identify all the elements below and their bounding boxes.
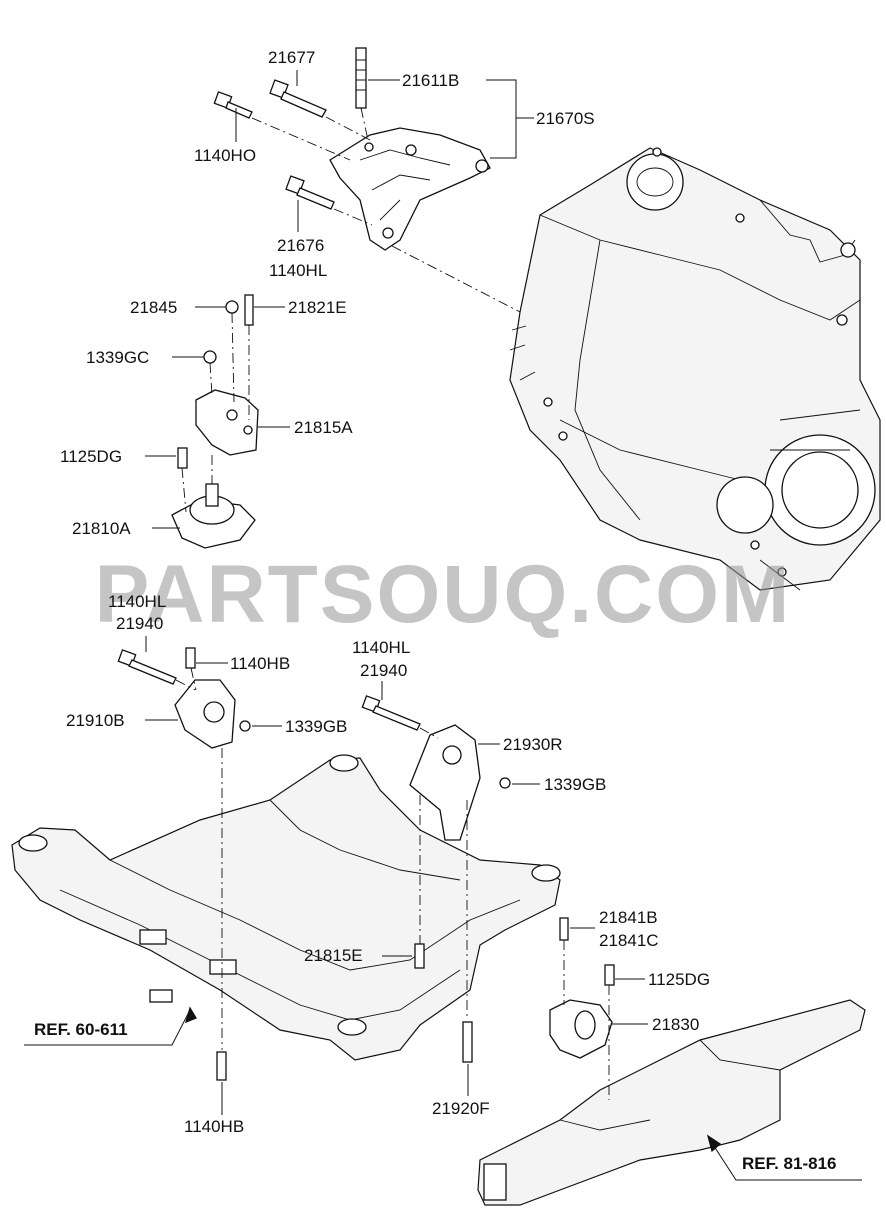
label-21940-right: 21940 [360, 661, 408, 680]
engine-block [509, 147, 881, 591]
label-1125dg-upper: 1125DG [60, 447, 123, 466]
label-21930r: 21930R [503, 735, 563, 754]
side-member [477, 999, 866, 1206]
label-21670s: 21670S [536, 109, 595, 128]
bolt-1125dg-upper [177, 447, 188, 469]
label-21841b: 21841B [599, 908, 658, 927]
bolt-21676 [285, 175, 335, 210]
label-21830: 21830 [652, 1015, 700, 1034]
label-1339gc: 1339GC [86, 348, 150, 367]
bolt-1140hb-lower [216, 1051, 227, 1081]
bolt-1125dg-lower [604, 964, 615, 986]
bolt-1140hb-upper [185, 647, 196, 669]
engine-bracket-21670s [329, 127, 491, 251]
label-1125dg-lower: 1125DG [648, 970, 711, 989]
label-1140hb-lower: 1140HB [184, 1117, 245, 1136]
bolt-1140hl-21940-right [361, 695, 421, 731]
mount-21930r [409, 724, 481, 841]
label-1339gb-right: 1339GB [544, 775, 607, 794]
label-1339gb-left: 1339GB [285, 717, 348, 736]
label-21677: 21677 [268, 48, 316, 67]
bolt-21920f [462, 1021, 473, 1063]
label-21841c: 21841C [599, 931, 659, 950]
bolt-1140ho [213, 91, 253, 119]
ref-60-611: REF. 60-611 [34, 1020, 128, 1039]
bolt-21841b-21841c [559, 917, 569, 941]
engine-mount-21810a [171, 483, 256, 549]
label-1140hl-top: 1140HL [269, 261, 328, 280]
label-1140hb-upper: 1140HB [230, 654, 291, 673]
label-1140hl-left: 1140HL [108, 592, 167, 611]
label-1140hl-right: 1140HL [352, 638, 411, 657]
nut-21845 [225, 300, 239, 314]
bolt-21677 [269, 79, 327, 118]
mount-21830 [549, 999, 613, 1059]
stud-21611b [355, 47, 367, 109]
label-21845: 21845 [130, 298, 178, 317]
label-21810a: 21810A [72, 519, 131, 538]
label-21910b: 21910B [66, 711, 125, 730]
label-21611b: 21611B [402, 71, 460, 90]
assembly-lines [175, 107, 610, 1100]
nut-1339gb-left [239, 720, 251, 732]
label-21815e: 21815E [304, 946, 363, 965]
nut-1339gc [203, 350, 217, 364]
mount-bracket-21815a [195, 389, 259, 456]
bolt-21821e [244, 294, 254, 326]
nut-1339gb-right [499, 777, 511, 789]
label-21815a: 21815A [294, 418, 353, 437]
ref-81-816: REF. 81-816 [742, 1154, 837, 1173]
mount-21910b [174, 679, 236, 749]
bolt-1140hl-21940-left [117, 649, 177, 685]
label-21821e: 21821E [288, 298, 347, 317]
bolt-21815e [414, 943, 425, 969]
watermark: PARTSOUQ.COM [94, 549, 792, 640]
label-21940-left: 21940 [116, 614, 164, 633]
subframe-crossmember [11, 754, 561, 1061]
label-21920f: 21920F [432, 1099, 490, 1118]
label-1140ho: 1140HO [194, 146, 257, 165]
label-21676: 21676 [277, 236, 325, 255]
leader-lines [24, 70, 862, 1181]
